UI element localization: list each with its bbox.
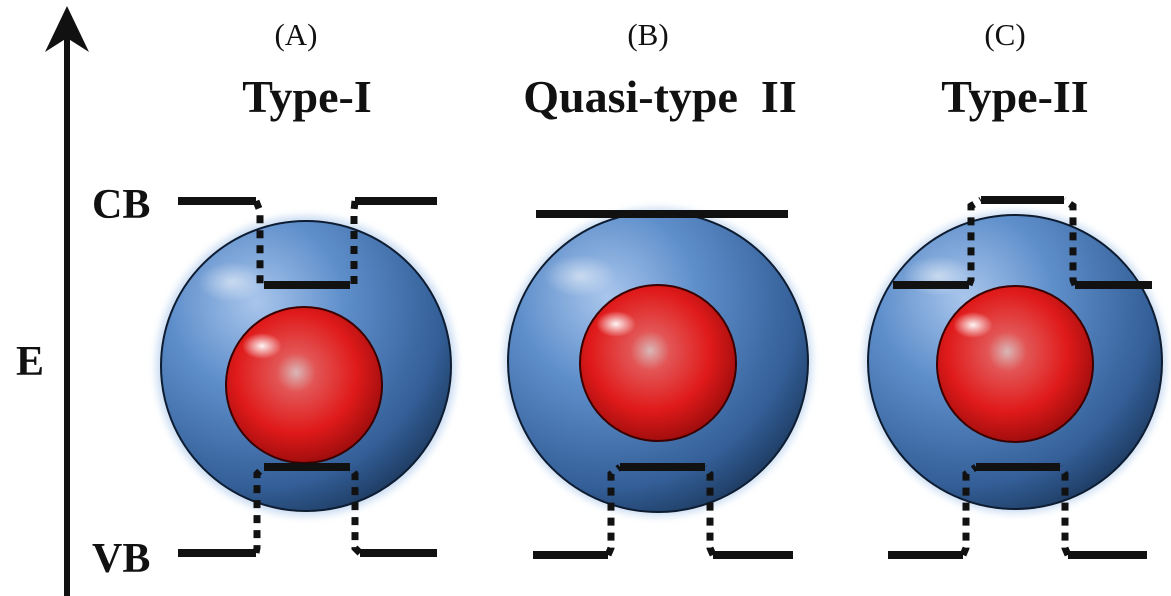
panel-quasi-type-ii: (B) Quasi-type II bbox=[504, 17, 812, 559]
cb-label: CB bbox=[92, 182, 150, 228]
vb-band-edge bbox=[888, 463, 1147, 559]
panel-a-letter: (A) bbox=[274, 17, 317, 52]
energy-axis-arrowhead bbox=[45, 6, 89, 52]
core-highlight bbox=[953, 312, 993, 338]
panel-b-letter: (B) bbox=[627, 17, 668, 52]
cb-band-edge bbox=[893, 196, 1152, 289]
energy-axis: E CB VB bbox=[16, 6, 150, 596]
core-sphere bbox=[936, 285, 1094, 443]
core-sphere bbox=[225, 306, 383, 464]
panel-type-ii: (C) Type-II bbox=[864, 17, 1166, 559]
panel-b-title: Quasi-type II bbox=[523, 71, 796, 122]
panel-c-title: Type-II bbox=[941, 71, 1088, 122]
panel-c-letter: (C) bbox=[984, 17, 1025, 52]
shell-highlight bbox=[903, 256, 973, 296]
vb-label: VB bbox=[92, 536, 150, 582]
panel-type-i: (A) Type-I bbox=[156, 17, 456, 557]
panel-a-title: Type-I bbox=[242, 71, 372, 122]
core-highlight bbox=[596, 311, 636, 337]
energy-axis-label: E bbox=[16, 339, 44, 385]
shell-highlight bbox=[544, 255, 616, 297]
vb-band-edge bbox=[178, 463, 437, 557]
cb-band-edge bbox=[178, 197, 437, 289]
shell-highlight bbox=[198, 262, 266, 302]
core-sphere bbox=[579, 284, 737, 442]
core-highlight bbox=[242, 333, 282, 359]
vb-band-edge bbox=[533, 463, 793, 559]
